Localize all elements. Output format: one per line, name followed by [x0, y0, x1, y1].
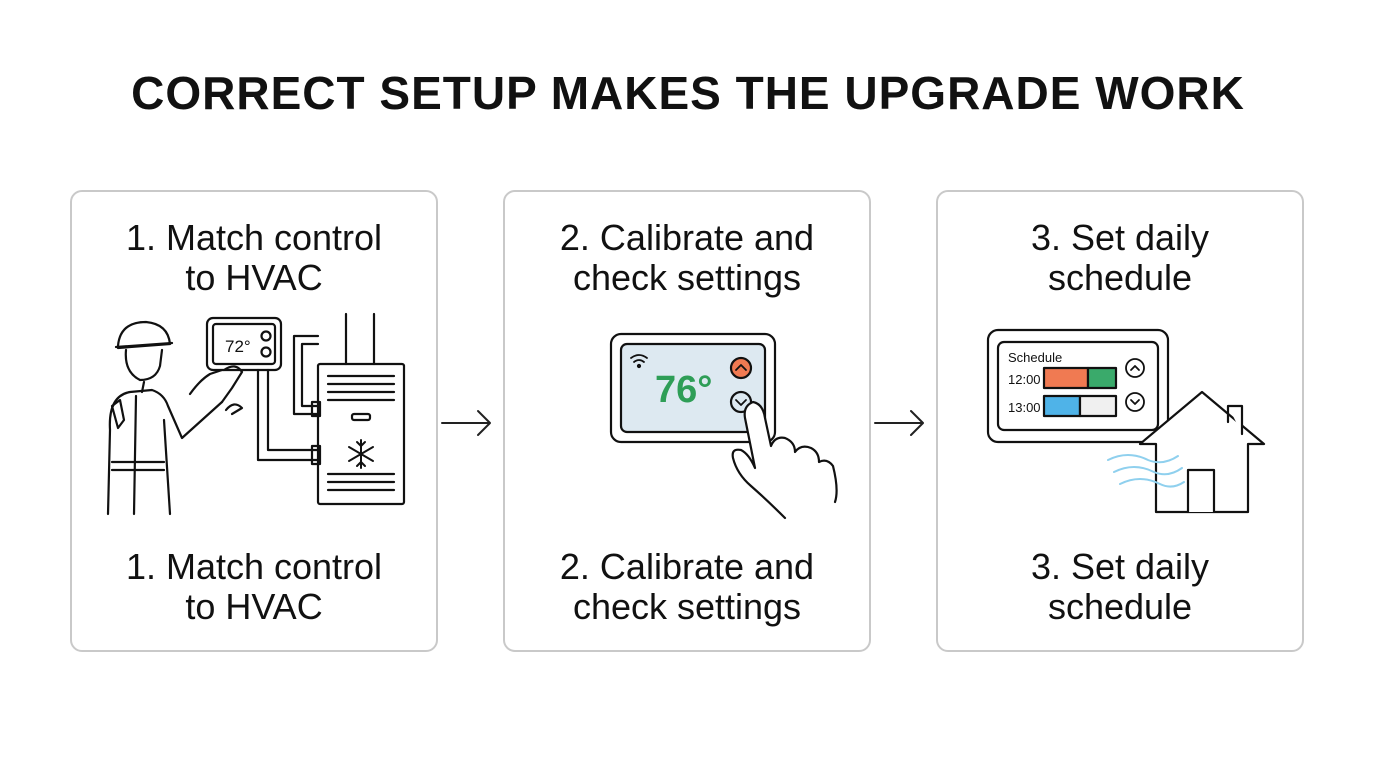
schedule-illustration: Schedule 12:00 13:00 [986, 328, 1266, 514]
schedule-block [1042, 394, 1082, 418]
schedule-title: Schedule [1008, 350, 1062, 365]
step-card-calibrate: 2. Calibrate and check settings 76° 2. C… [503, 190, 871, 652]
hand-pointer-icon [731, 400, 838, 520]
chevron-up-button [1125, 358, 1145, 378]
chevron-up-button [729, 356, 753, 380]
technician-icon [106, 320, 244, 516]
schedule-block [1078, 394, 1118, 418]
furnace-icon [310, 362, 406, 506]
arrow-right-icon [874, 410, 924, 436]
step-caption-schedule: 3. Set daily schedule [1030, 546, 1210, 627]
wifi-icon [630, 354, 648, 369]
thermostat-reading-72: 72° [225, 337, 251, 356]
step-title-schedule: 3. Set daily schedule [1030, 217, 1210, 298]
schedule-time-2: 13:00 [1008, 400, 1041, 415]
schedule-time-1: 12:00 [1008, 372, 1041, 387]
thermostat-reading-76: 76° [655, 369, 712, 411]
airflow-icon [1107, 454, 1185, 488]
chevron-down-icon [735, 399, 747, 406]
step-caption-match: 1. Match control to HVAC [125, 546, 383, 627]
step-caption-calibrate: 2. Calibrate and check settings [559, 546, 815, 627]
step-title-match: 1. Match control to HVAC [125, 217, 383, 298]
chevron-down-icon [1130, 399, 1140, 405]
chevron-up-icon [1130, 365, 1140, 371]
snowflake-icon [348, 439, 374, 469]
hvac-illustration: 72° [106, 312, 406, 516]
wall-thermostat [205, 316, 283, 372]
step-title-calibrate: 2. Calibrate and check settings [559, 217, 815, 298]
step-card-match: 1. Match control to HVAC 72° [70, 190, 438, 652]
step-card-schedule: 3. Set daily schedule Schedule 12:00 13:… [936, 190, 1304, 652]
schedule-block [1042, 366, 1090, 390]
schedule-block [1086, 366, 1118, 390]
chevron-up-icon [735, 364, 747, 371]
thermostat-illustration: 76° [609, 332, 838, 520]
chevron-down-button [1125, 392, 1145, 412]
page-title: CORRECT SETUP MAKES THE UPGRADE WORK [131, 67, 1245, 119]
house-icon [1138, 390, 1266, 514]
arrow-right-icon [441, 410, 491, 436]
